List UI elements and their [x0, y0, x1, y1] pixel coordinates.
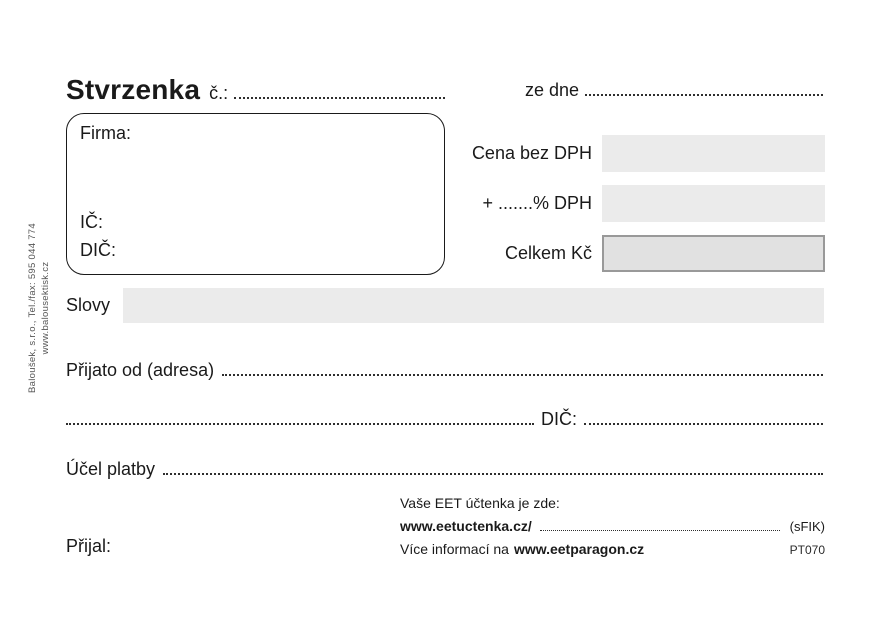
address-line2-line [66, 423, 534, 425]
printer-credit-line1: Baloušek, s.r.o., Tel./fax: 595 044 774 [27, 223, 38, 393]
purpose-row: Účel platby [66, 459, 823, 480]
received-from-row: Přijato od (adresa) [66, 360, 823, 381]
receipt-number-line [234, 97, 445, 99]
total-field [602, 235, 825, 272]
company-box: Firma: IČ: DIČ: [66, 113, 445, 275]
company-dic-label: DIČ: [80, 240, 116, 260]
payer-dic-line [584, 423, 823, 425]
eet-intro: Vaše EET účtenka je zde: [400, 495, 560, 511]
eet-block: Vaše EET účtenka je zde: www.eetuctenka.… [400, 496, 825, 566]
more-info-prefix: Více informací na [400, 541, 509, 557]
eet-code-line [539, 530, 780, 531]
total-label: Celkem Kč [504, 243, 592, 263]
eet-more-info-row: Více informací na www.eetparagon.cz PT07… [400, 542, 825, 558]
received-from-label: Přijato od (adresa) [66, 360, 215, 380]
received-by-label: Přijal: [66, 536, 112, 556]
purpose-line [163, 473, 823, 475]
form-title: Stvrzenka [66, 74, 201, 105]
printer-credit: Baloušek, s.r.o., Tel./fax: 595 044 774 … [26, 136, 54, 480]
form-code: PT070 [789, 543, 825, 557]
sfik-label: (sFIK) [789, 519, 825, 534]
vat-field [602, 185, 825, 222]
company-label: Firma: [80, 123, 131, 143]
date-line [585, 94, 823, 96]
eet-url: www.eetuctenka.cz/ [400, 518, 532, 534]
printer-credit-line2: www.balousektisk.cz [40, 261, 51, 355]
more-info-url: www.eetparagon.cz [513, 541, 645, 557]
price-without-vat-field [602, 135, 825, 172]
in-words-field [123, 288, 824, 323]
date-row: ze dne [525, 80, 823, 101]
address-line2-row: DIČ: [66, 409, 823, 430]
payer-dic-label: DIČ: [541, 409, 577, 429]
date-label: ze dne [525, 80, 580, 100]
price-without-vat-label: Cena bez DPH [471, 143, 592, 163]
title-row: Stvrzenka č.: [66, 74, 445, 106]
in-words-label: Slovy [66, 295, 111, 315]
eet-url-row: www.eetuctenka.cz/ (sFIK) [400, 518, 825, 535]
company-ic-label: IČ: [80, 212, 104, 232]
receipt-number-label: č.: [209, 83, 229, 103]
vat-label: + .......% DPH [482, 193, 592, 213]
received-from-line [222, 374, 823, 376]
purpose-label: Účel platby [66, 459, 156, 479]
